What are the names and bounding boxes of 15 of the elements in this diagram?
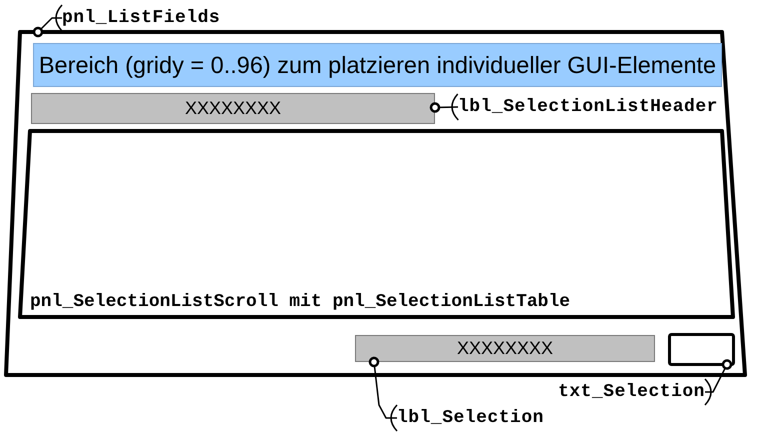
callout-label: pnl_ListFields	[62, 8, 228, 28]
callout-label: lbl_Selection	[397, 408, 553, 428]
callout-label: txt_Selection	[549, 382, 705, 402]
info-banner: Bereich (gridy = 0..96) zum platzieren individueller GUI-Elemente	[33, 43, 722, 87]
leader-line	[704, 359, 732, 406]
window-panel	[4, 29, 748, 378]
header-label: XXXXXXXX	[31, 93, 435, 124]
leader-line	[32, 4, 63, 38]
leader-line	[430, 93, 460, 121]
leader-line	[368, 356, 398, 432]
input-field	[668, 333, 735, 366]
list-panel	[18, 128, 736, 320]
callout-label: lbl_SelectionListHeader	[458, 97, 724, 117]
panel-caption: pnl_SelectionListScroll mit pnl_SelectionListTable	[30, 292, 570, 312]
selection-label: XXXXXXXX	[355, 335, 655, 362]
